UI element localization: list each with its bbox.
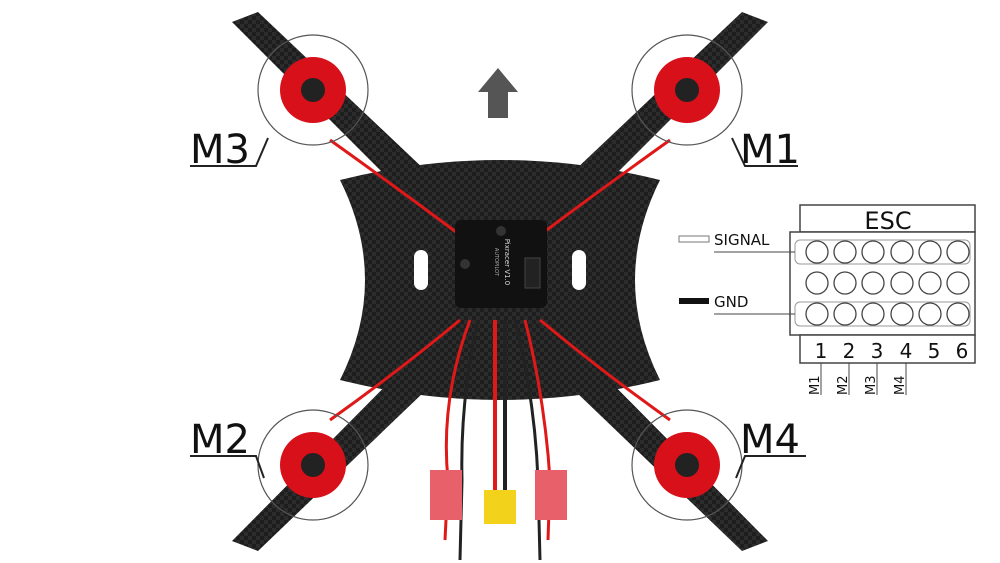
esc-pin bbox=[833, 240, 857, 264]
esc-pin bbox=[918, 240, 942, 264]
esc-title: ESC bbox=[864, 207, 911, 235]
esc-column-number: 1 bbox=[815, 339, 828, 363]
esc-board-left bbox=[430, 470, 462, 520]
esc-pin bbox=[805, 302, 829, 326]
esc-pin bbox=[946, 240, 970, 264]
leader-m1 bbox=[731, 137, 798, 167]
esc-pin bbox=[861, 271, 885, 295]
frame-slot bbox=[572, 250, 586, 290]
esc-pin bbox=[890, 240, 914, 264]
esc-pin bbox=[946, 271, 970, 295]
esc-column-number: 2 bbox=[843, 339, 856, 363]
esc-pin bbox=[890, 271, 914, 295]
esc-column-number: 3 bbox=[871, 339, 884, 363]
esc-pin bbox=[805, 271, 829, 295]
esc-pin bbox=[946, 302, 970, 326]
motor-m3 bbox=[257, 34, 369, 146]
esc-pin bbox=[861, 302, 885, 326]
motor-m1 bbox=[631, 34, 743, 146]
esc-column-number: 4 bbox=[900, 339, 913, 363]
forward-arrow-icon bbox=[478, 68, 518, 118]
motor-m4 bbox=[631, 409, 743, 521]
esc-column-number: 6 bbox=[956, 339, 969, 363]
esc-pin bbox=[833, 271, 857, 295]
esc-assignment-label: M1 bbox=[808, 376, 823, 396]
leader-m4 bbox=[735, 455, 806, 479]
esc-column-number: 5 bbox=[928, 339, 941, 363]
leader-m3 bbox=[190, 137, 269, 167]
fc-name: Pixracer V1.0 bbox=[503, 239, 511, 286]
gnd-label: GND bbox=[714, 293, 748, 311]
esc-pin bbox=[918, 302, 942, 326]
flight-controller: Pixracer V1.0 AUTOPILOT bbox=[455, 220, 547, 308]
esc-pin bbox=[918, 271, 942, 295]
gnd-wire-swatch bbox=[679, 298, 709, 304]
xt60-connector bbox=[484, 490, 516, 524]
esc-assignment-label: M3 bbox=[864, 376, 879, 396]
frame-slot bbox=[414, 250, 428, 290]
esc-pin bbox=[805, 240, 829, 264]
esc-pin bbox=[861, 240, 885, 264]
esc-board-right bbox=[535, 470, 567, 520]
esc-pin bbox=[833, 302, 857, 326]
fc-subtitle: AUTOPILOT bbox=[493, 248, 499, 277]
esc-pin bbox=[890, 302, 914, 326]
leader-m2 bbox=[190, 455, 265, 479]
signal-label: SIGNAL bbox=[714, 231, 770, 249]
esc-assignment-label: M4 bbox=[893, 376, 908, 396]
signal-wire-swatch bbox=[678, 235, 710, 243]
esc-assignment-label: M2 bbox=[836, 376, 851, 396]
motor-m2 bbox=[257, 409, 369, 521]
